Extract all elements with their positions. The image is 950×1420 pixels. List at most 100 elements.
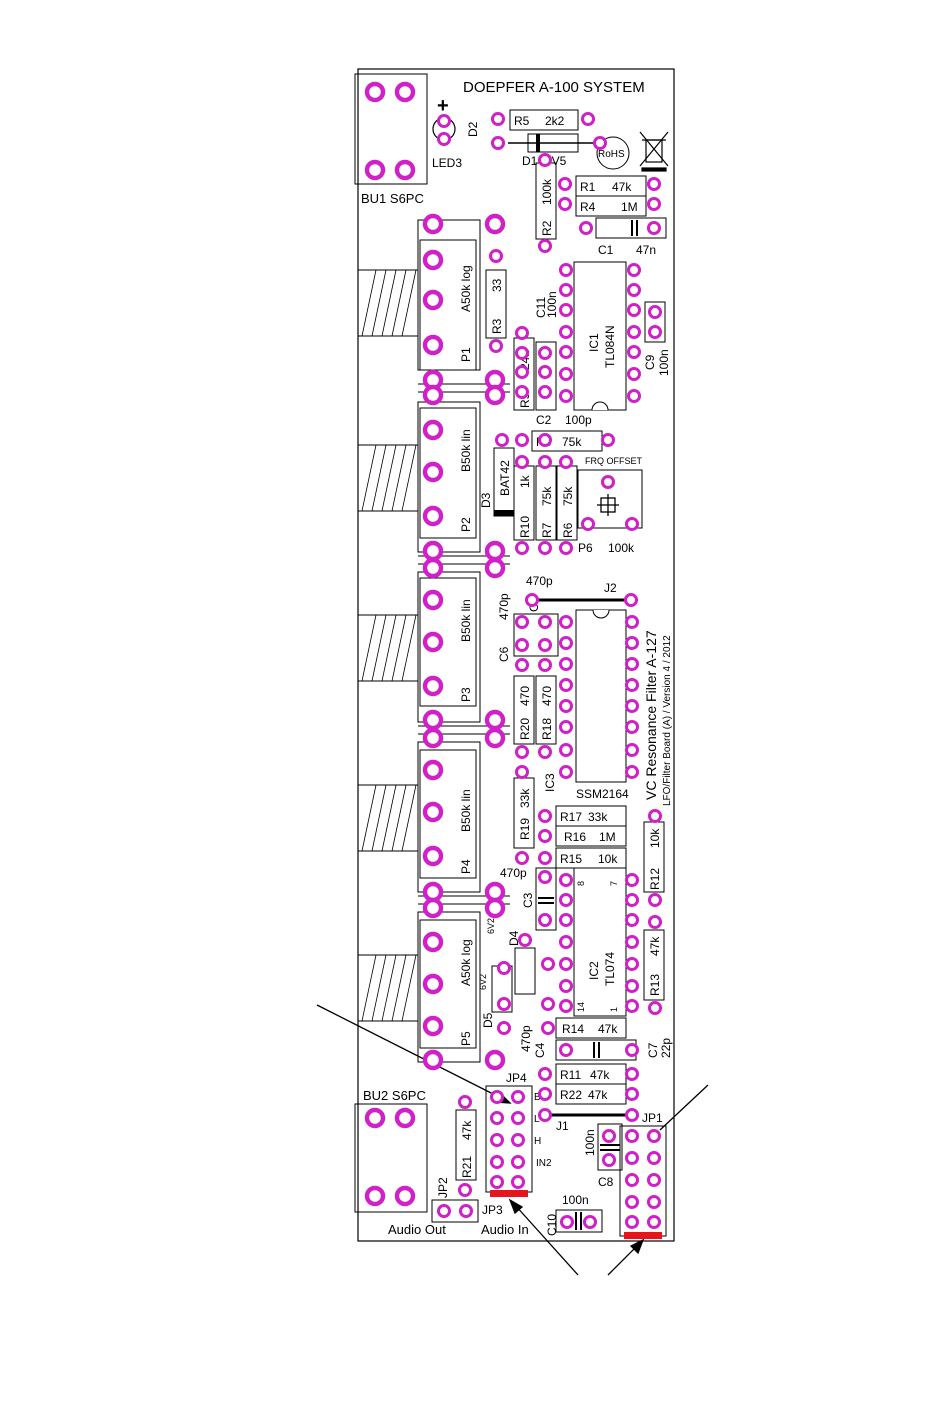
- c1-value: 47n: [636, 243, 656, 257]
- solder-pad: [394, 1185, 416, 1207]
- r7-label: R7: [540, 522, 554, 538]
- jp1-label: JP1: [642, 1111, 663, 1125]
- jp4-h: H: [534, 1136, 541, 1147]
- p1-label: P1: [459, 347, 473, 362]
- p5-label: P5: [459, 1031, 473, 1046]
- solder-pad: [422, 1049, 444, 1071]
- d5-label: D5: [481, 1012, 495, 1028]
- r4-label: R4: [580, 200, 596, 214]
- ic2-pin14: 14: [576, 1002, 586, 1012]
- solder-pad: [624, 698, 640, 714]
- trimmer-adjust-icon: [597, 494, 619, 516]
- c10-label: C10: [545, 1214, 559, 1236]
- r22-value: 47k: [588, 1088, 608, 1102]
- solder-pad: [624, 656, 640, 672]
- p3-label: P3: [459, 687, 473, 702]
- c11-value: 100n: [545, 291, 559, 318]
- ic3-value: SSM2164: [576, 787, 629, 801]
- solder-pad: [558, 677, 574, 693]
- solder-pad: [422, 973, 444, 995]
- solder-pad: [578, 220, 594, 236]
- solder-pad: [624, 998, 640, 1014]
- c4-value: 470p: [519, 1025, 533, 1052]
- solder-pad: [484, 557, 506, 579]
- solder-pad: [422, 881, 444, 903]
- r11-value: 47k: [590, 1068, 610, 1082]
- r15-value: 10k: [598, 852, 618, 866]
- r12-label: R12: [648, 868, 662, 890]
- c9-label: C9: [643, 354, 657, 370]
- solder-pad: [624, 516, 640, 532]
- ic2-pin1: 1: [609, 1007, 619, 1012]
- solder-pad: [624, 635, 640, 651]
- solder-pad: [484, 897, 506, 919]
- solder-pad: [558, 719, 574, 735]
- solder-pad: [394, 81, 416, 103]
- solder-pad: [457, 1094, 473, 1110]
- jp4-in2: IN2: [536, 1158, 552, 1169]
- solder-pad: [624, 742, 640, 758]
- r3-label: R3: [490, 318, 504, 334]
- solder-pad: [558, 262, 574, 278]
- r7-value: 75k: [540, 486, 554, 506]
- solder-pad: [537, 869, 553, 885]
- solder-pad: [422, 759, 444, 781]
- solder-pad: [624, 978, 640, 994]
- c9-body: [644, 301, 666, 343]
- solder-pad: [489, 1089, 505, 1105]
- solder-pad: [496, 996, 512, 1012]
- solder-pad: [537, 345, 553, 361]
- c2-body: [535, 341, 557, 411]
- solder-pad: [558, 764, 574, 780]
- ic2-body: [573, 867, 627, 1017]
- jp3-label: JP3: [482, 1203, 503, 1217]
- solder-pad: [624, 1214, 640, 1230]
- ic3-label: IC3: [543, 773, 557, 792]
- solder-pad: [514, 637, 530, 653]
- solder-pad: [422, 801, 444, 823]
- solder-pad: [537, 637, 553, 653]
- solder-pad: [422, 334, 444, 356]
- r13-label: R13: [648, 974, 662, 996]
- solder-pad: [647, 324, 663, 340]
- ic2-label: IC2: [587, 961, 601, 980]
- solder-pad: [510, 1110, 526, 1126]
- solder-pad: [537, 850, 553, 866]
- solder-pad: [422, 675, 444, 697]
- solder-pad: [558, 956, 574, 972]
- solder-pad: [624, 1107, 640, 1123]
- r6-label: R6: [561, 522, 575, 538]
- solder-pad: [626, 324, 642, 340]
- solder-pad: [364, 1107, 386, 1129]
- c8-label: C8: [598, 1175, 614, 1189]
- bu1-connector: [354, 73, 428, 185]
- board-name: VC Resonance Filter A-127: [643, 630, 659, 800]
- r16-value: 1M: [599, 830, 616, 844]
- solder-pad: [557, 196, 573, 212]
- plus-sign: +: [437, 95, 449, 117]
- board-outline: [357, 68, 675, 1242]
- r17-label: R17: [560, 810, 582, 824]
- solder-pad: [514, 454, 530, 470]
- r10-label: R10: [518, 516, 532, 538]
- solder-pad: [626, 366, 642, 382]
- bu2-label: BU2 S6PC: [363, 1088, 426, 1103]
- solder-pad: [394, 159, 416, 181]
- solder-pad: [580, 516, 596, 532]
- solder-pad: [558, 282, 574, 298]
- solder-pad: [624, 1172, 640, 1188]
- solder-pad: [647, 1000, 663, 1016]
- audio-out-label: Audio Out: [388, 1222, 446, 1237]
- solder-pad: [484, 1049, 506, 1071]
- solder-pad: [510, 1089, 526, 1105]
- c1-body: [595, 217, 667, 239]
- solder-pad: [646, 176, 662, 192]
- solder-pad: [422, 540, 444, 562]
- d4-value: 6V2: [486, 918, 496, 934]
- solder-pad: [580, 111, 596, 127]
- solder-pad: [514, 850, 530, 866]
- jp4-l: L: [534, 1114, 540, 1125]
- solder-pad: [624, 719, 640, 735]
- solder-pad: [436, 1203, 452, 1219]
- c2-label: C2: [536, 413, 552, 427]
